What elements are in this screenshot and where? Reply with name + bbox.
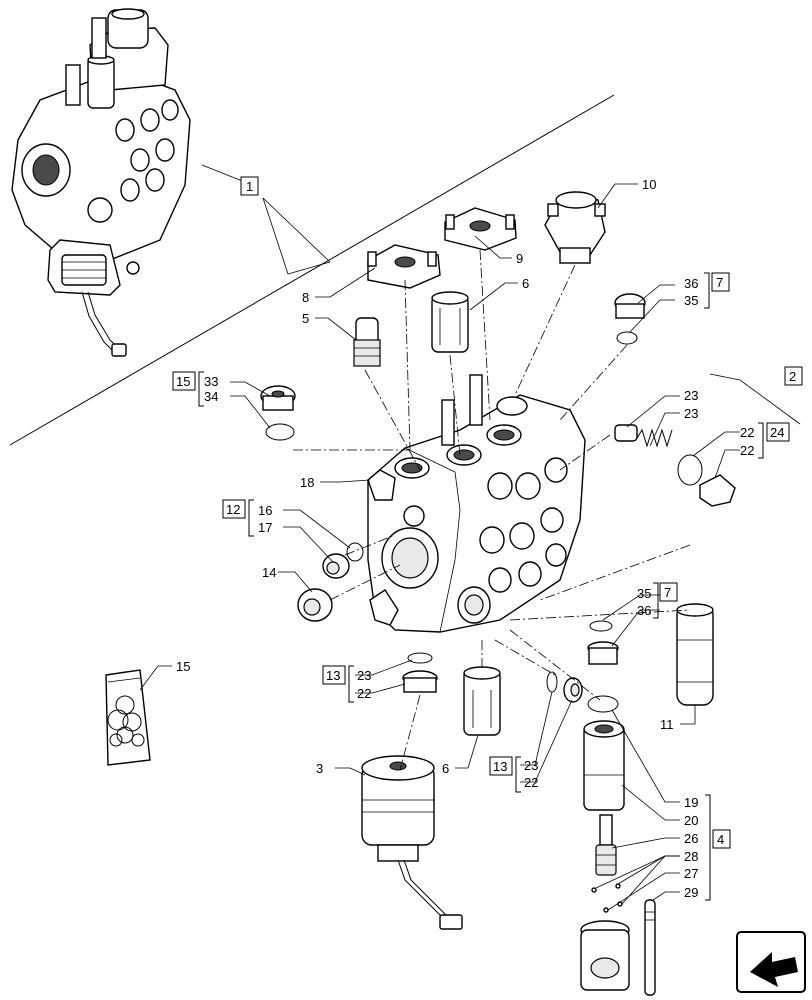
callout-26: 22 <box>740 425 754 440</box>
group-box-2-label: 2 <box>789 369 796 384</box>
callout-18: 17 <box>258 520 272 535</box>
part-5-relief-valve <box>353 317 381 367</box>
group-box-13-left <box>322 665 346 685</box>
separator-line <box>9 94 615 446</box>
group-box-4 <box>712 829 731 849</box>
callout-35-lower: 35 <box>637 586 651 601</box>
callout-20: 19 <box>684 795 698 810</box>
part-10-spool-cap <box>544 191 606 264</box>
part-30-end-cap <box>580 920 630 991</box>
callout-6-upper: 6 <box>522 276 529 291</box>
callout-32: 29 <box>684 885 698 900</box>
callout-8: 8 <box>302 290 309 305</box>
assembled-valve-illustration <box>11 8 191 357</box>
part-35-o-ring-lower <box>589 620 613 632</box>
part-20-o-ring <box>587 695 619 713</box>
callout-5: 5 <box>302 311 309 326</box>
part-9-flange <box>444 207 517 251</box>
part-25-plug <box>699 474 736 507</box>
callout-9: 9 <box>516 251 523 266</box>
group-box-7-lower-label: 7 <box>664 585 671 600</box>
part-23-o-ring-right <box>546 671 558 693</box>
part-27-spring <box>636 428 673 448</box>
callout-30: 27 <box>684 866 698 881</box>
group-box-24 <box>766 422 790 442</box>
group-box-7-upper <box>711 272 730 292</box>
part-35-o-ring-upper <box>616 331 638 345</box>
group-box-1-label: 1 <box>246 179 253 194</box>
group-box-2 <box>784 366 803 386</box>
part-29-spool <box>595 814 617 876</box>
part-11-solenoid <box>676 603 714 706</box>
part-8-flange <box>367 244 441 289</box>
group-box-12 <box>222 499 246 519</box>
part-14-plug <box>297 588 333 622</box>
callout-14: 14 <box>262 565 276 580</box>
callout-3: 3 <box>316 761 323 776</box>
callout-6-lower: 6 <box>442 761 449 776</box>
callout-17: 16 <box>258 503 272 518</box>
arrow-icon[interactable] <box>736 931 806 993</box>
group-box-24-label: 24 <box>770 425 784 440</box>
callout-36-upper: 36 <box>684 276 698 291</box>
group-box-7-lower <box>659 582 678 602</box>
part-36-plug-upper <box>614 293 646 319</box>
callout-25: 22 <box>740 443 754 458</box>
callout-36-lower: 36 <box>637 603 651 618</box>
callout-27: 23 <box>684 406 698 421</box>
callout-10: 10 <box>642 177 656 192</box>
callout-22-right: 22 <box>524 775 538 790</box>
part-36-plug-lower <box>587 641 619 665</box>
group-box-13-left-label: 13 <box>326 668 340 683</box>
valve-body-19 <box>367 374 586 633</box>
part-18-plug <box>322 553 350 579</box>
part-16-seal-kit-bag <box>105 669 151 766</box>
part-3-solenoid <box>361 755 463 930</box>
group-box-13-right-label: 13 <box>493 759 507 774</box>
part-6-cap-lower <box>463 666 501 736</box>
callout-29: 26 <box>684 831 698 846</box>
part-6-cap-upper <box>431 291 469 353</box>
part-34-o-ring <box>265 423 295 441</box>
part-32-rod <box>644 899 656 996</box>
group-brackets <box>198 272 764 901</box>
callout-34: 34 <box>204 389 218 404</box>
callout-33: 33 <box>204 374 218 389</box>
callout-23-right: 23 <box>524 758 538 773</box>
part-17-o-ring <box>346 542 364 562</box>
group-box-13-right <box>489 756 513 776</box>
callout-16: 15 <box>176 659 190 674</box>
group-box-15-label: 15 <box>176 374 190 389</box>
callout-19: 18 <box>300 475 314 490</box>
assembly-lines <box>293 249 691 771</box>
part-26-o-ring <box>677 454 703 486</box>
part-21-cartridge <box>583 720 625 811</box>
callout-23-left: 23 <box>357 668 371 683</box>
group-box-4-label: 4 <box>717 832 724 847</box>
group-box-1 <box>240 176 259 196</box>
callout-labels: 10 9 8 6 5 36 35 33 34 23 23 22 22 18 16… <box>176 177 754 900</box>
part-33-plug <box>260 385 296 411</box>
group-box-15 <box>172 371 196 391</box>
part-22-plug-left <box>402 670 438 693</box>
callout-21: 20 <box>684 813 698 828</box>
part-22-plug-right <box>563 677 583 703</box>
group-box-12-label: 12 <box>226 502 240 517</box>
part-23-o-ring-left <box>407 652 433 664</box>
leader-lines <box>139 164 801 911</box>
callout-11: 11 <box>660 717 674 732</box>
callout-22-left: 22 <box>357 686 371 701</box>
callout-28: 23 <box>684 388 698 403</box>
group-box-7-upper-label: 7 <box>716 275 723 290</box>
group-boxes: 1 2 4 7 7 12 13 13 15 24 <box>172 176 803 849</box>
part-28-poppet <box>614 424 638 442</box>
callout-35-upper: 35 <box>684 293 698 308</box>
callout-31: 28 <box>684 849 698 864</box>
